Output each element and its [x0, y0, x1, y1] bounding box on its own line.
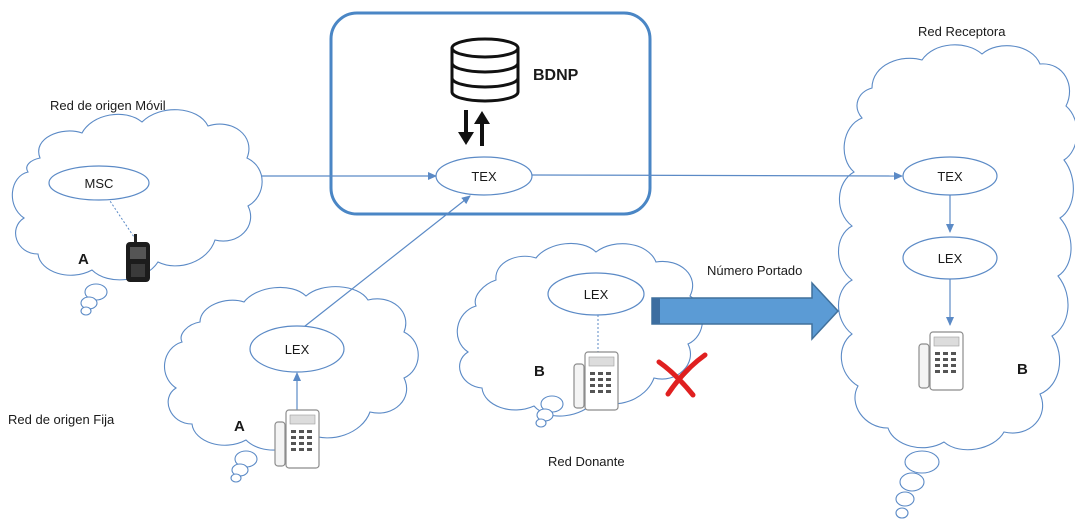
bidirectional-arrows-icon [458, 110, 490, 146]
mobile-phone-icon [126, 234, 150, 282]
node-msc-label: MSC [85, 176, 114, 191]
node-lex-fixed: LEX [249, 325, 345, 373]
receiver-cloud [838, 44, 1075, 519]
label-receiver: Red Receptora [918, 24, 1006, 39]
subscriber-b-receiver: B [1017, 361, 1028, 378]
link-tex-to-receiver-tex [531, 171, 903, 180]
subscriber-b-donor: B [534, 363, 545, 380]
database-icon [450, 37, 520, 103]
label-ported-number: Número Portado [707, 263, 802, 278]
node-tex-receiver: TEX [902, 156, 998, 196]
subscriber-a-fixed: A [234, 418, 245, 435]
subscriber-a-mobile: A [78, 251, 89, 268]
label-origin-mobile: Red de origen Móvil [50, 98, 166, 113]
node-lex-donor: LEX [547, 272, 645, 316]
node-lex-receiver: LEX [902, 236, 998, 280]
node-tex-central-label: TEX [471, 169, 497, 184]
link-msc-to-mobile [107, 197, 137, 241]
label-origin-fixed: Red de origen Fija [8, 412, 115, 427]
node-tex-central: TEX [435, 156, 533, 196]
node-lex-receiver-label: LEX [938, 251, 963, 266]
node-lex-donor-label: LEX [584, 287, 609, 302]
node-tex-receiver-label: TEX [937, 169, 963, 184]
node-lex-fixed-label: LEX [285, 342, 310, 357]
red-x-icon [656, 352, 708, 398]
node-msc: MSC [48, 165, 150, 201]
ported-number-arrow [651, 281, 840, 341]
bdnp-box [329, 11, 652, 216]
link-lex-fixed-to-tex [299, 195, 471, 331]
label-donor: Red Donante [548, 454, 625, 469]
bdnp-label: BDNP [533, 67, 579, 84]
mobile-origin-cloud [11, 109, 263, 316]
